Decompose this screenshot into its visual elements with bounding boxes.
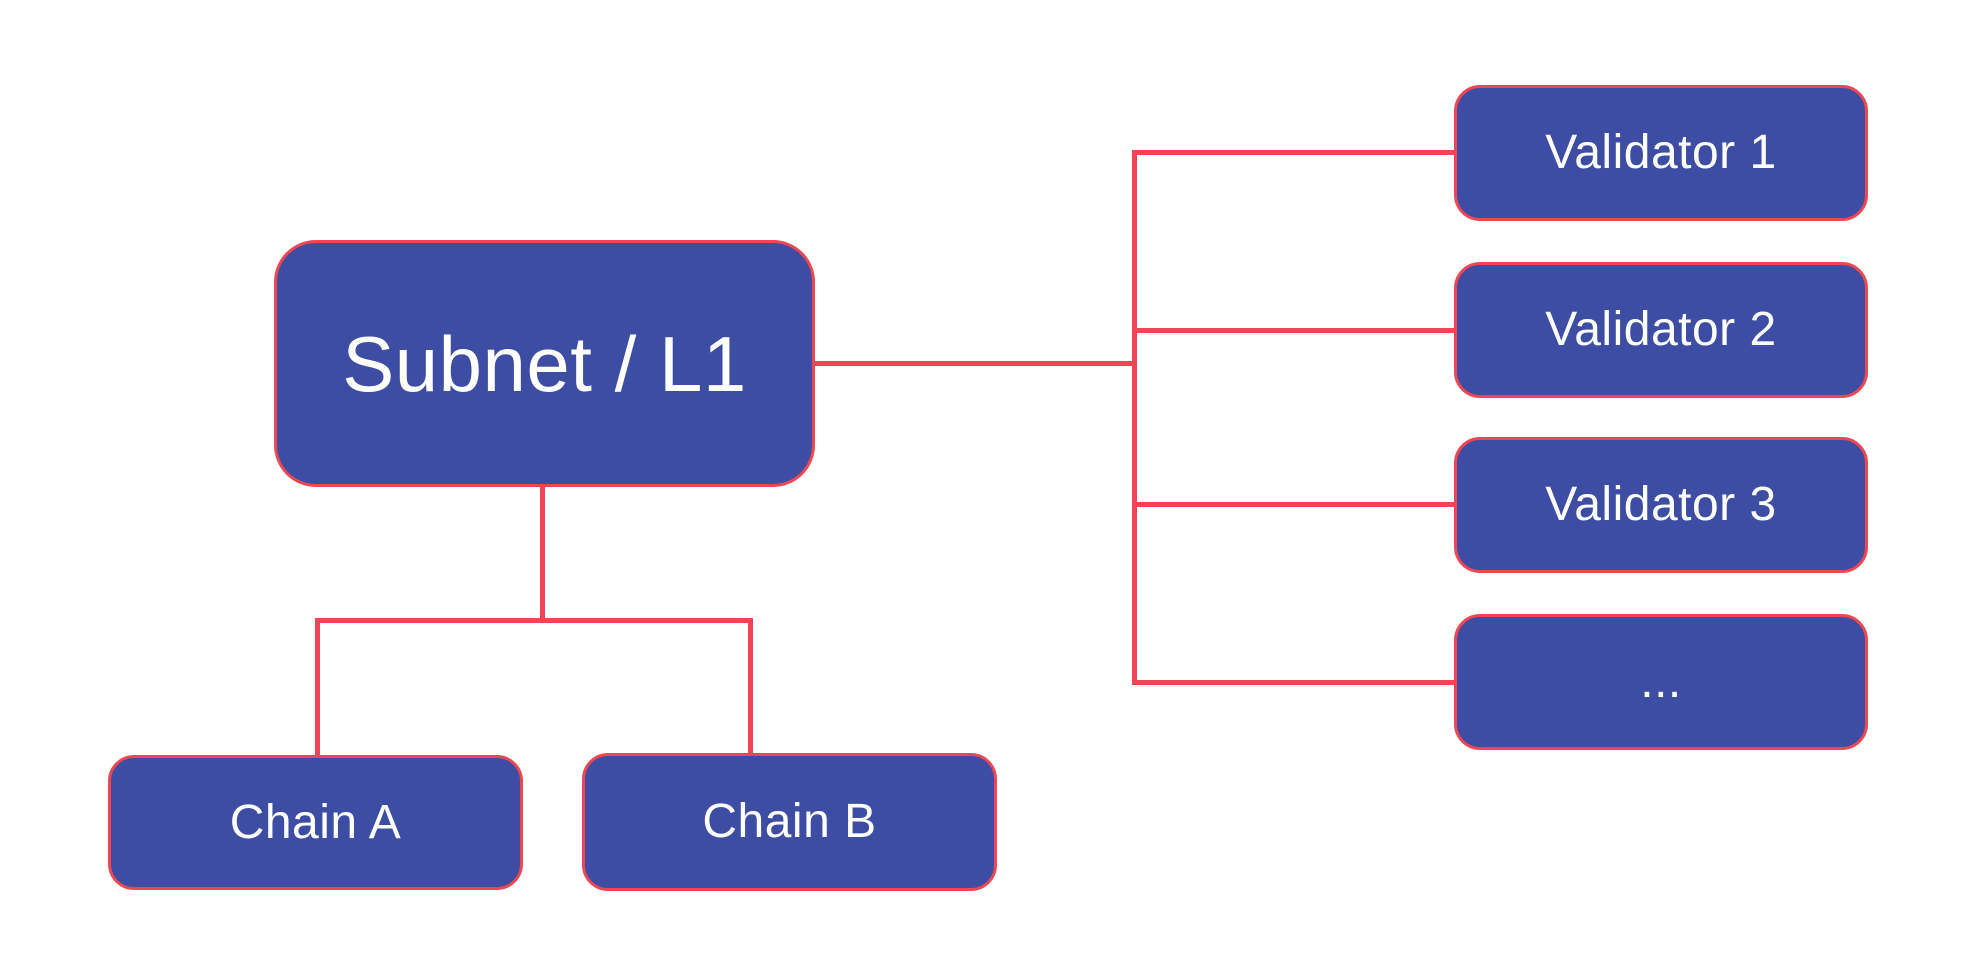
connector-bar-to-chain-a <box>315 618 320 758</box>
connector-branch-more <box>1132 680 1458 685</box>
connector-branch-validator-1 <box>1132 150 1458 155</box>
connector-subnet-to-trunk <box>813 361 1137 366</box>
validator-3-node: Validator 3 <box>1454 437 1868 573</box>
connector-branch-validator-3 <box>1132 502 1458 507</box>
chain-a-node: Chain A <box>108 755 523 890</box>
subnet-node: Subnet / L1 <box>274 240 815 487</box>
chain-b-node: Chain B <box>582 753 997 891</box>
connector-bar-to-chain-b <box>748 618 753 756</box>
connector-validator-trunk <box>1132 150 1137 685</box>
validator-1-node: Validator 1 <box>1454 85 1868 221</box>
connector-branch-validator-2 <box>1132 328 1458 333</box>
connector-subnet-to-chain-bar <box>540 485 545 623</box>
connector-chain-bar <box>315 618 753 623</box>
validator-2-node: Validator 2 <box>1454 262 1868 398</box>
more-validators-node: ... <box>1454 614 1868 750</box>
